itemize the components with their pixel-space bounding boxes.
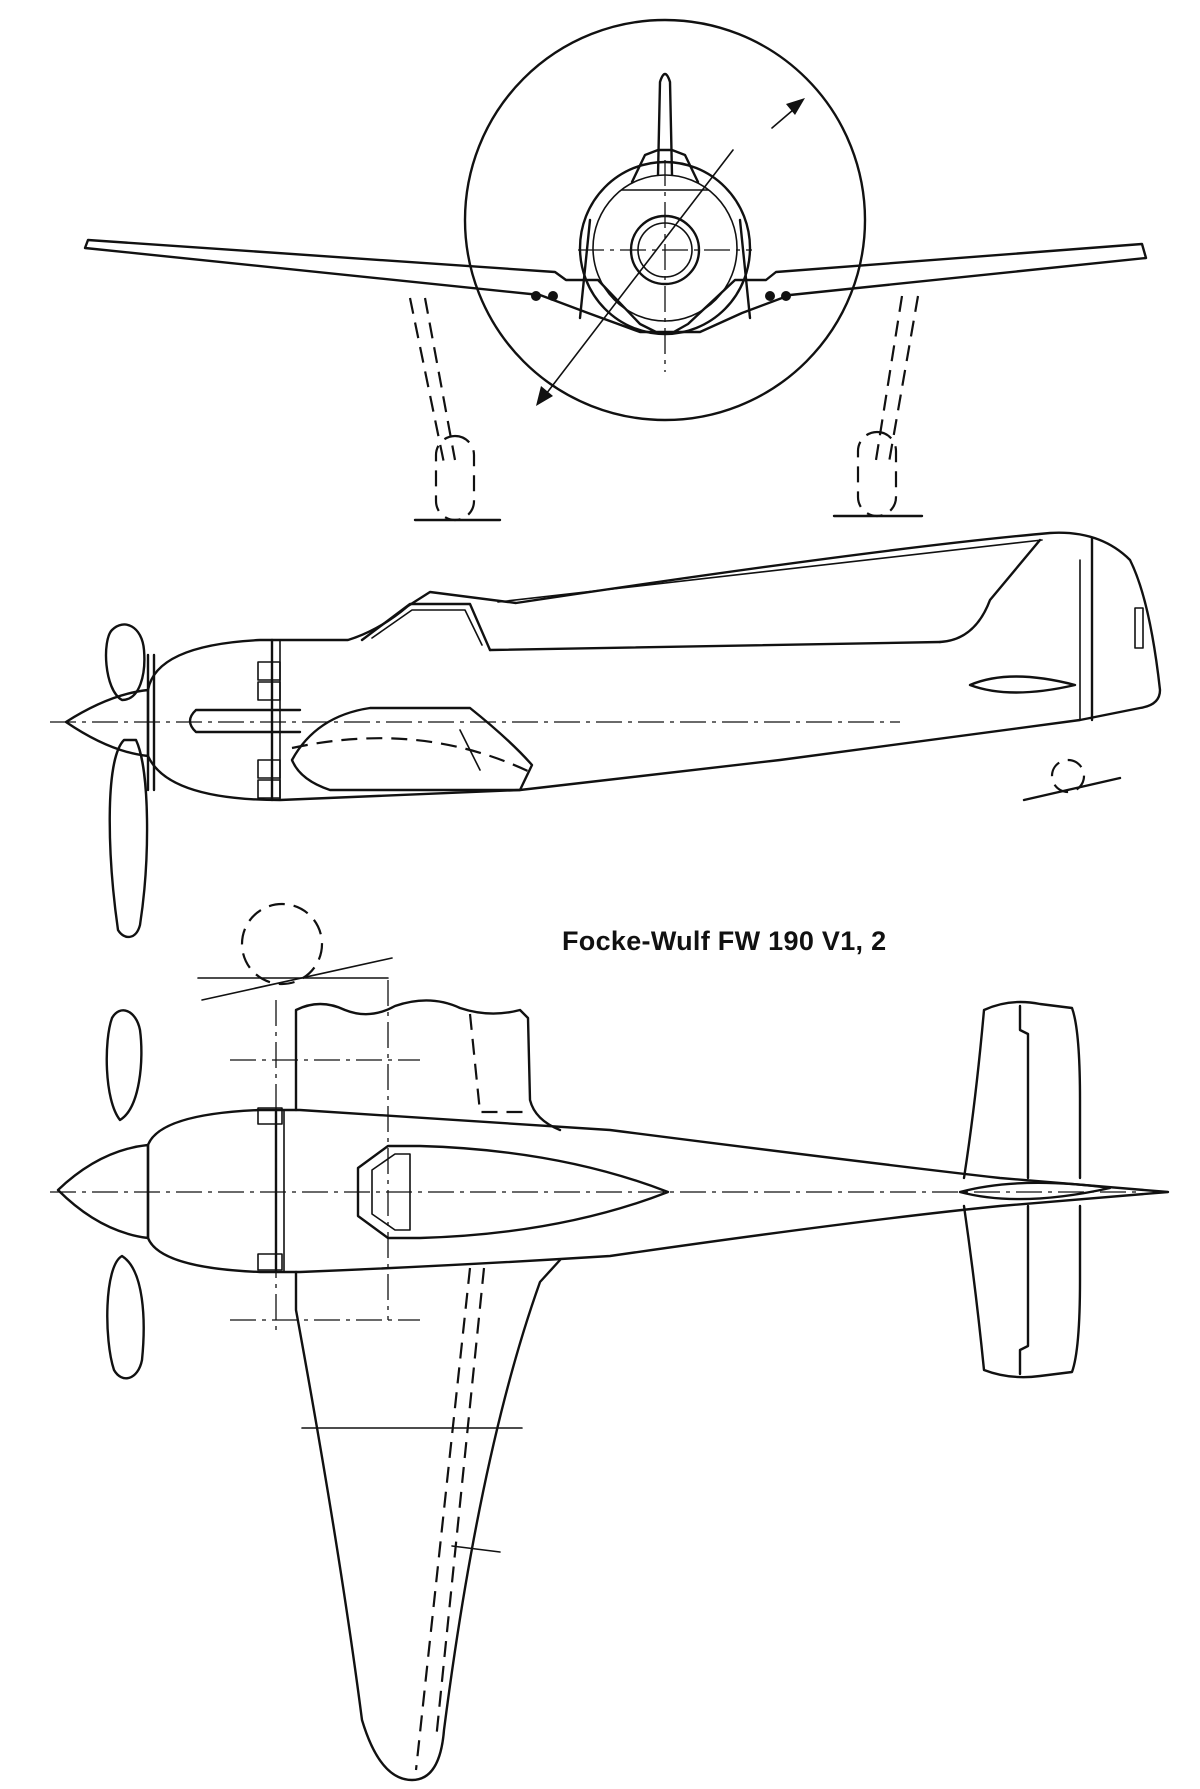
top-ref-line-2 xyxy=(201,957,393,1001)
top-fin-fairing xyxy=(958,1181,1112,1201)
side-view xyxy=(50,531,1162,939)
gun-port-left-2 xyxy=(548,291,558,301)
top-blade-bottom xyxy=(106,1254,145,1380)
arrow-head-top xyxy=(786,98,805,115)
top-canopy xyxy=(356,1144,670,1240)
front-wing xyxy=(83,238,1148,335)
rudder-tab xyxy=(1134,607,1144,649)
gun-port-left-1 xyxy=(531,291,541,301)
wing-root-line xyxy=(459,729,481,771)
side-canopy-inner xyxy=(371,609,483,646)
gear-leg-left-b xyxy=(423,297,457,461)
wing-root-fairing xyxy=(290,706,534,792)
exhaust-lower-2 xyxy=(257,779,281,799)
side-spinner xyxy=(64,688,150,758)
gun-port-right-1 xyxy=(765,291,775,301)
top-blade-top xyxy=(105,1009,143,1122)
side-canopy xyxy=(360,602,492,652)
front-fuselage-left xyxy=(578,218,592,320)
exhaust-upper xyxy=(257,661,281,681)
exhaust-lower xyxy=(257,759,281,779)
gear-leg-left xyxy=(408,297,447,469)
side-stabilizer xyxy=(968,675,1077,694)
front-view xyxy=(83,18,1148,522)
upper-wing-stub xyxy=(294,999,562,1132)
aileron-break xyxy=(451,1545,501,1553)
front-fuselage-right xyxy=(738,218,752,320)
lower-wing-flap xyxy=(434,1267,486,1741)
top-tailplane-lower xyxy=(962,1204,1082,1379)
canopy-rail xyxy=(488,640,942,652)
side-blade-top xyxy=(104,623,146,702)
gear-leg-right xyxy=(886,295,920,469)
wing-root-flap xyxy=(291,737,531,773)
top-elevator-lower xyxy=(1018,1204,1030,1376)
top-fuselage xyxy=(146,1108,1170,1274)
top-tailplane-upper xyxy=(962,1000,1082,1180)
drawing-caption: Focke-Wulf FW 190 V1, 2 xyxy=(562,926,887,956)
top-view xyxy=(50,902,1170,1782)
top-exhaust-lower xyxy=(257,1253,283,1271)
propeller-disc xyxy=(463,18,867,422)
top-exhaust-upper xyxy=(257,1107,283,1125)
tail-wheel xyxy=(1050,758,1086,794)
prop-diameter-line xyxy=(542,149,734,399)
intake-slot xyxy=(188,708,302,734)
exhaust-upper-2 xyxy=(257,681,281,701)
front-canopy xyxy=(630,148,700,184)
tail-ground xyxy=(1022,776,1122,802)
lower-wing-flap-2 xyxy=(414,1267,472,1771)
front-fin xyxy=(656,72,674,177)
top-spinner xyxy=(56,1143,150,1240)
side-blade-bottom xyxy=(108,738,149,939)
gun-port-right-2 xyxy=(781,291,791,301)
top-wheel-ref xyxy=(240,902,324,986)
side-fuselage xyxy=(146,531,1162,802)
aerial-wire xyxy=(497,539,1043,603)
wheel-right xyxy=(856,430,898,518)
arrow-head-bottom xyxy=(536,386,553,406)
fin-leading-edge xyxy=(938,538,1042,644)
top-canopy-inner xyxy=(371,1153,411,1231)
upper-wing-aileron xyxy=(468,1013,528,1114)
lower-wing xyxy=(294,1258,562,1782)
top-elevator-upper xyxy=(1018,1004,1030,1180)
